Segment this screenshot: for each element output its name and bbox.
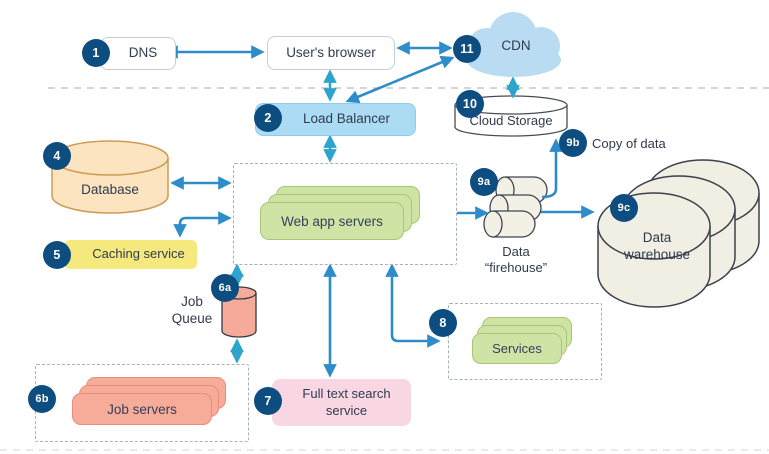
data-firehouse-label: Data “firehouse” [466, 244, 566, 276]
database-label: Database [81, 182, 139, 197]
web-app-servers-container [233, 163, 457, 265]
data-firehouse-label-line1: Data [502, 244, 530, 259]
data-firehouse-cylinders [483, 176, 548, 238]
services-label: Services [492, 341, 542, 356]
dns-label: DNS [128, 45, 158, 61]
caching-service-node: Caching service [64, 240, 197, 269]
web-app-servers-node: Web app servers [260, 202, 404, 240]
connector-arrows [164, 41, 595, 378]
cdn-label: CDN [501, 38, 531, 53]
cloud-storage-cylinder [454, 95, 568, 137]
badge-5: 5 [43, 241, 71, 269]
job-queue-label: Job Queue [152, 293, 232, 327]
arrow-webapp-caching [173, 211, 232, 238]
job-queue-label-line2: Queue [171, 311, 213, 326]
full-text-search-label-line2: service [325, 402, 368, 418]
data-firehouse-label-line2: “firehouse” [484, 260, 548, 275]
job-queue-label-line1: Job [181, 294, 203, 309]
badge-2: 2 [254, 104, 282, 132]
users-browser-label: User's browser [286, 44, 376, 60]
load-balancer-label: Load Balancer [302, 111, 391, 127]
badge-7: 7 [254, 387, 282, 415]
dns-node: DNS [100, 37, 176, 70]
badge-8: 8 [429, 309, 457, 337]
full-text-search-label-line1: Full text search [302, 386, 391, 402]
badge-9a: 9a [470, 168, 498, 196]
services-container [448, 303, 602, 380]
caching-service-label: Caching service [92, 246, 185, 262]
full-text-search-node: Full text search service [272, 379, 411, 426]
job-servers-label: Job servers [107, 401, 177, 417]
data-warehouse-label-line1: Data [642, 230, 672, 245]
web-app-servers-label: Web app servers [281, 213, 383, 229]
data-warehouse-label-line2: warehouse [623, 247, 691, 262]
badge-6b: 6b [28, 385, 56, 413]
arrow-loadbalancer-cdn [345, 55, 455, 104]
cloud-storage-label: Cloud Storage [469, 113, 553, 128]
users-browser-node: User's browser [267, 36, 395, 70]
badge-6a: 6a [211, 274, 239, 302]
job-servers-node: Job servers [72, 393, 212, 425]
services-node: Services [472, 333, 562, 364]
badge-10: 10 [456, 90, 484, 118]
badge-4: 4 [43, 142, 71, 170]
badge-9c: 9c [610, 194, 638, 222]
badge-9b: 9b [559, 129, 587, 157]
badge-1: 1 [82, 39, 110, 67]
badge-11: 11 [453, 35, 481, 63]
arrow-firehouse-cloudstorage [541, 138, 563, 199]
data-warehouse-label: Data warehouse [607, 229, 707, 263]
database-cylinder [51, 140, 169, 214]
copy-of-data-label: Copy of data [592, 136, 666, 151]
arrow-webapp-services [385, 263, 441, 348]
